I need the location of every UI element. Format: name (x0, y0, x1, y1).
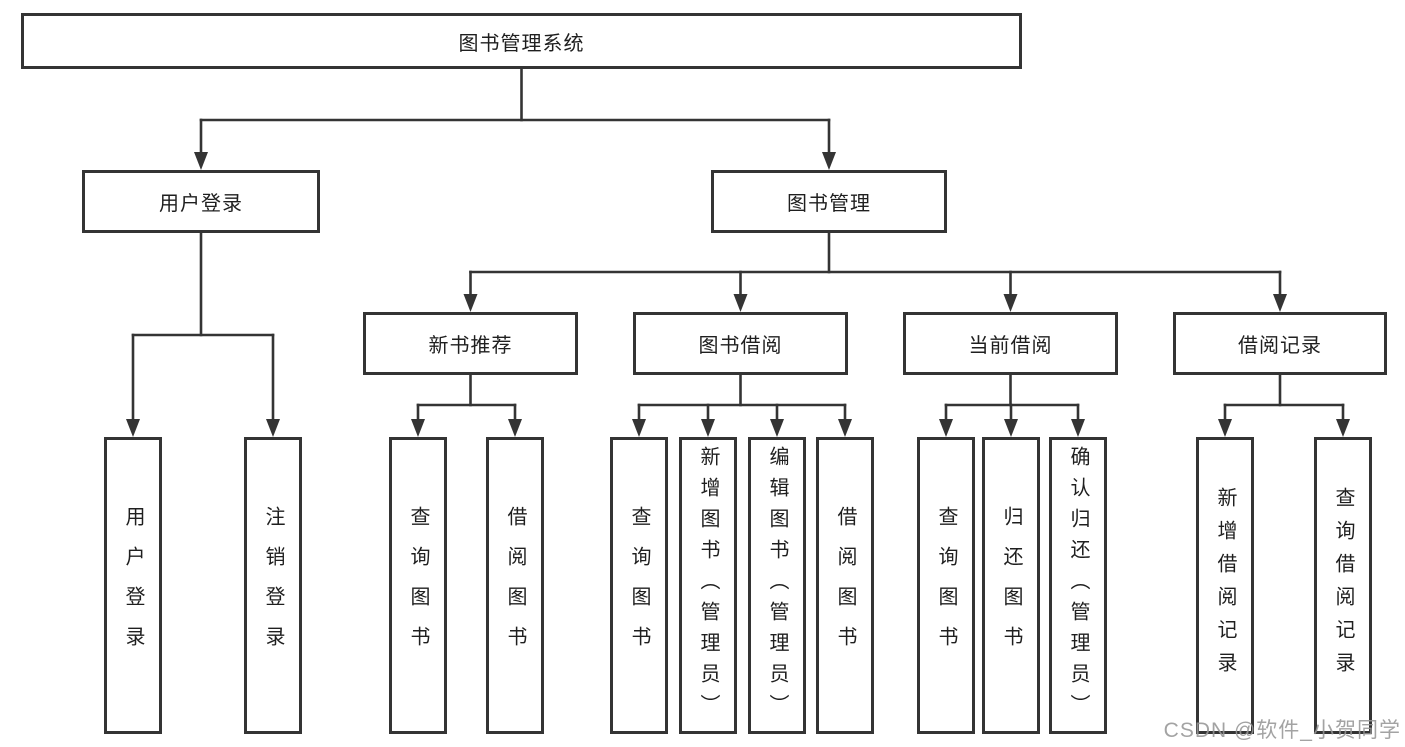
node-book-management: 图书管理 (711, 170, 947, 233)
node-book-borrow-label: 图书借阅 (698, 335, 783, 357)
leaf-borrow-query-book: 查询图书 (610, 437, 668, 734)
leaf-borrow-book: 借阅图书 (816, 437, 874, 734)
leaf-recommend-query-book-label: 查询图书 (407, 505, 429, 666)
leaf-edit-book-admin: 编辑图书（管理员） (748, 437, 806, 734)
leaf-user-login: 用户登录 (104, 437, 162, 734)
leaf-add-borrow-record-label: 新增借阅记录 (1214, 486, 1236, 685)
leaf-borrow-query-book-label: 查询图书 (628, 505, 650, 666)
leaf-confirm-return-admin-label: 确认归还（管理员） (1067, 446, 1089, 725)
leaf-logout-label: 注销登录 (262, 505, 284, 666)
leaf-add-book-admin-label: 新增图书（管理员） (697, 446, 719, 725)
leaf-confirm-return-admin: 确认归还（管理员） (1049, 437, 1107, 734)
leaf-current-query-book: 查询图书 (917, 437, 975, 734)
leaf-borrow-book-label: 借阅图书 (834, 505, 856, 666)
leaf-logout: 注销登录 (244, 437, 302, 734)
leaf-query-borrow-record-label: 查询借阅记录 (1332, 486, 1354, 685)
node-current-borrow-label: 当前借阅 (968, 335, 1053, 357)
leaf-recommend-query-book: 查询图书 (389, 437, 447, 734)
node-borrow-records-label: 借阅记录 (1238, 335, 1322, 357)
leaf-query-borrow-record: 查询借阅记录 (1314, 437, 1372, 734)
node-book-management-label: 图书管理 (787, 193, 871, 215)
leaf-current-query-book-label: 查询图书 (935, 505, 957, 666)
node-new-book-recommend: 新书推荐 (363, 312, 578, 375)
leaf-return-book: 归还图书 (982, 437, 1040, 734)
watermark: CSDN @软件_小贺同学 (1163, 719, 1401, 742)
node-user-login: 用户登录 (82, 170, 320, 233)
leaf-edit-book-admin-label: 编辑图书（管理员） (766, 446, 788, 725)
leaf-user-login-label: 用户登录 (122, 505, 144, 666)
leaf-recommend-borrow-book: 借阅图书 (486, 437, 544, 734)
node-current-borrow: 当前借阅 (903, 312, 1118, 375)
leaf-return-book-label: 归还图书 (1000, 505, 1022, 666)
node-book-borrow: 图书借阅 (633, 312, 848, 375)
node-borrow-records: 借阅记录 (1173, 312, 1387, 375)
node-library-system: 图书管理系统 (21, 13, 1022, 69)
leaf-recommend-borrow-book-label: 借阅图书 (504, 505, 526, 666)
node-new-book-recommend-label: 新书推荐 (428, 335, 513, 357)
leaf-add-borrow-record: 新增借阅记录 (1196, 437, 1254, 734)
leaf-add-book-admin: 新增图书（管理员） (679, 437, 737, 734)
node-user-login-label: 用户登录 (159, 193, 243, 215)
node-library-system-label: 图书管理系统 (458, 32, 585, 55)
